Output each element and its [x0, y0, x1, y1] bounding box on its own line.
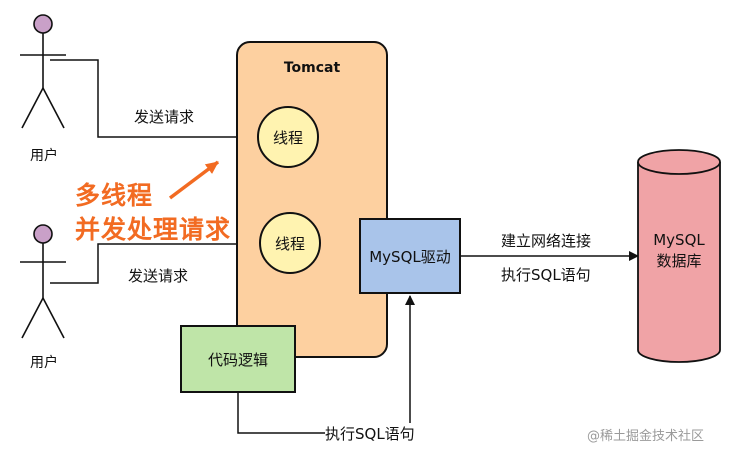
code-logic-box: 代码逻辑	[180, 325, 296, 393]
user-figure-1	[20, 14, 66, 129]
tomcat-title: Tomcat	[283, 60, 341, 76]
annotation-arrow	[168, 160, 220, 200]
request-arrow-bottom	[50, 239, 258, 284]
user-label-2: 用户	[30, 352, 58, 372]
request-arrow-top	[50, 59, 258, 142]
annotation-line-2: 并发处理请求	[75, 215, 232, 244]
watermark: @稀土掘金技术社区	[587, 429, 705, 444]
thread-node-2: 线程	[259, 212, 321, 274]
database-cylinder	[637, 149, 721, 363]
execute-sql-label: 执行SQL语句	[325, 423, 415, 444]
annotation-line-1: 多线程	[75, 181, 154, 210]
user-figure-2	[20, 224, 66, 339]
connection-label-line-2: 执行SQL语句	[501, 266, 591, 284]
user-head-icon	[33, 224, 53, 244]
database-label: MySQL 数据库	[638, 230, 720, 272]
send-request-label-bottom: 发送请求	[128, 265, 189, 286]
thread-node-1: 线程	[257, 106, 319, 168]
tomcat-container	[236, 41, 388, 358]
user-label-1: 用户	[30, 145, 58, 165]
execute-sql-arrow	[237, 295, 415, 434]
send-request-label-top: 发送请求	[134, 106, 195, 127]
database-label-line-1: MySQL	[653, 231, 705, 249]
connection-label-line-1: 建立网络连接	[501, 230, 592, 251]
user-head-icon	[33, 14, 53, 34]
mysql-driver-box: MySQL驱动	[359, 218, 461, 294]
database-label-line-2: 数据库	[656, 252, 702, 270]
